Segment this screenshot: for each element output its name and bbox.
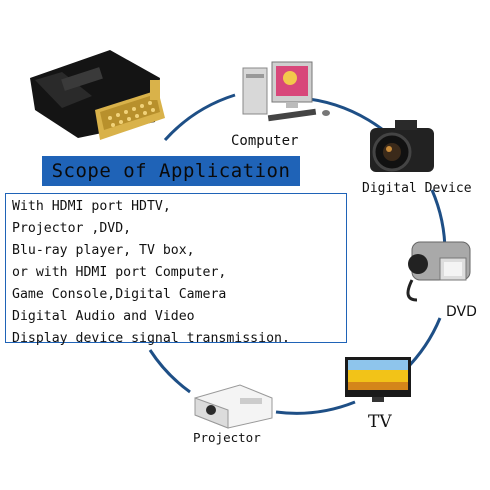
description-line: Projector ,DVD,	[12, 221, 132, 236]
computer-label: Computer	[231, 133, 299, 149]
connection-arc-top-left	[163, 93, 236, 142]
description-line: Display device signal transmission.	[12, 331, 290, 346]
connection-arc-tv-projector	[275, 400, 356, 415]
scope-banner: Scope of Application	[42, 156, 300, 186]
description-box: With HDMI port HDTV, Projector ,DVD, Blu…	[5, 193, 347, 346]
digital-device-label: Digital Device	[362, 181, 472, 196]
digital-camera-image	[370, 120, 434, 172]
adapter-image	[30, 50, 165, 140]
tv-label: TV	[368, 412, 392, 432]
projector-image	[194, 384, 273, 429]
dvd-label: DVD	[446, 304, 477, 320]
description-line: Blu-ray player, TV box,	[12, 243, 195, 258]
description-line: With HDMI port HDTV,	[12, 199, 171, 214]
description-line: Digital Audio and Video	[12, 309, 195, 324]
projector-label: Projector	[193, 430, 261, 445]
computer-image	[242, 61, 330, 122]
dvd-camcorder-image	[406, 241, 471, 302]
tv-image	[345, 357, 411, 402]
description-line: or with HDMI port Computer,	[12, 265, 227, 280]
description-line: Game Console,Digital Camera	[12, 287, 227, 302]
connection-arc-left	[148, 349, 191, 394]
